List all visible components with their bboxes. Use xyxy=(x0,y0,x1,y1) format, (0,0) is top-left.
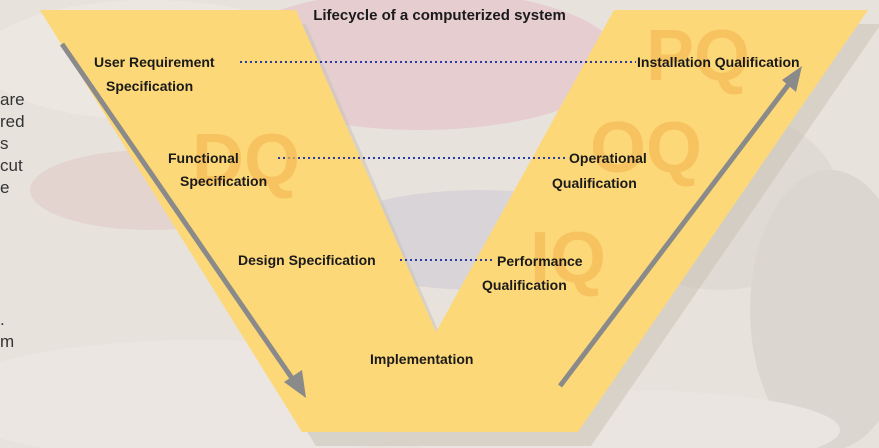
pq-watermark: PQ xyxy=(646,16,751,96)
pq-label-line2: Qualification xyxy=(482,277,567,293)
implementation-label: Implementation xyxy=(370,351,474,367)
side-text-fragment: red xyxy=(0,112,25,131)
left-down-arrow xyxy=(59,42,299,386)
v-shape xyxy=(40,10,868,432)
side-text-fragment: are xyxy=(0,90,25,109)
left-down-arrowhead xyxy=(284,370,306,398)
side-text-fragment: . xyxy=(0,310,5,329)
fs-label-line1: Functional xyxy=(168,150,239,166)
urs-label-line1: User Requirement xyxy=(94,54,215,70)
right-up-arrow xyxy=(558,78,794,388)
pq-label-line1: Performance xyxy=(497,253,583,269)
oq-label-line2: Qualification xyxy=(552,175,637,191)
iq-label: Installation Qualification xyxy=(637,54,800,70)
side-text-fragment: e xyxy=(0,178,10,197)
oq-watermark: OQ xyxy=(590,108,703,188)
side-text-fragment: m xyxy=(0,332,15,351)
right-up-arrowhead xyxy=(782,66,802,92)
dq-watermark: DQ xyxy=(192,120,300,200)
ds-label: Design Specification xyxy=(238,252,376,268)
urs-label-line2: Specification xyxy=(106,78,194,94)
side-text-fragment: s xyxy=(0,134,9,153)
side-text-fragment: cut xyxy=(0,156,23,175)
oq-label-line1: Operational xyxy=(569,150,647,166)
fs-label-line2: Specification xyxy=(180,173,268,189)
diagram-title: Lifecycle of a computerized system xyxy=(313,7,566,24)
iq-watermark: IQ xyxy=(530,218,607,298)
